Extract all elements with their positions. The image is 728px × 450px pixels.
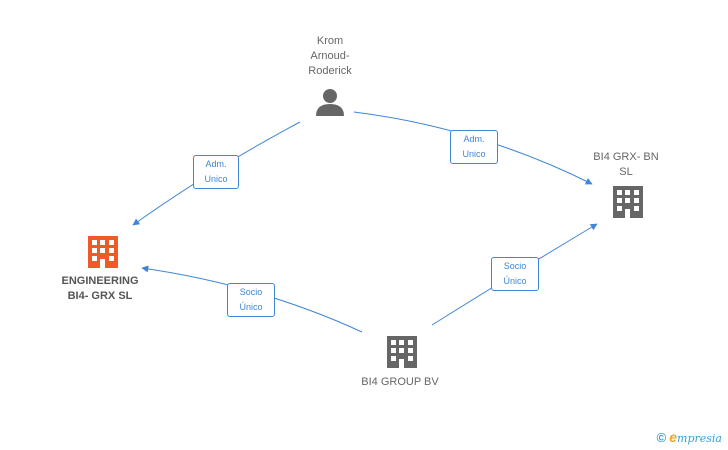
- label-line: ENGINEERING: [61, 275, 139, 287]
- edge-label-adm-unico[interactable]: Adm. Unico: [450, 130, 498, 164]
- edge-label-line: Adm.: [205, 159, 227, 169]
- edge-label-line: Adm.: [463, 134, 485, 144]
- node-label-engineering[interactable]: ENGINEERING BI4- GRX SL: [50, 274, 150, 304]
- node-label-bi4-group[interactable]: BI4 GROUP BV: [350, 375, 450, 390]
- edge-label-line: Socio: [503, 261, 527, 271]
- edge-label-adm-unico[interactable]: Adm. Unico: [193, 155, 239, 189]
- label-line: SL: [619, 166, 633, 178]
- empresia-logo-initial: e: [669, 429, 678, 445]
- building-icon[interactable]: [613, 186, 643, 218]
- edge-label-line: Único: [239, 302, 263, 312]
- edge-label-line: Unico: [462, 149, 486, 159]
- edge-label-line: Único: [503, 276, 527, 286]
- label-line: BI4 GRX- BN: [593, 151, 659, 163]
- edge-label-line: Socio: [239, 287, 263, 297]
- copyright-brand[interactable]: © empresia: [657, 429, 722, 445]
- building-icon[interactable]: [387, 336, 417, 368]
- building-icon[interactable]: [88, 236, 118, 268]
- label-line: Roderick: [308, 65, 352, 77]
- label-line: BI4 GROUP BV: [361, 376, 439, 388]
- label-line: Arnoud-: [310, 50, 350, 62]
- node-label-bi4-grx-bn[interactable]: BI4 GRX- BN SL: [580, 150, 672, 180]
- label-line: Krom: [316, 35, 344, 47]
- empresia-logo-text: mpresia: [677, 432, 722, 445]
- edge-label-socio-unico[interactable]: Socio Único: [491, 257, 539, 291]
- copyright-symbol: ©: [656, 430, 667, 445]
- edge-label-socio-unico[interactable]: Socio Único: [227, 283, 275, 317]
- person-icon[interactable]: [316, 89, 344, 116]
- node-label-person[interactable]: Krom Arnoud- Roderick: [290, 34, 370, 79]
- edge-label-line: Unico: [204, 174, 228, 184]
- label-line: BI4- GRX SL: [67, 290, 133, 302]
